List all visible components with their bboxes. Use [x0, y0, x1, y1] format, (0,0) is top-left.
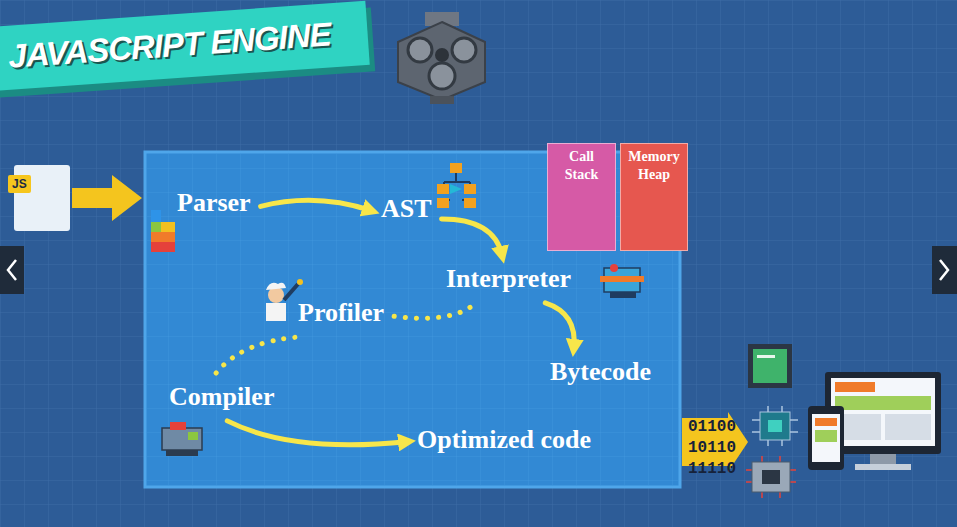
stage-label: AST — [378, 192, 435, 226]
stage-label: Bytecode — [547, 355, 654, 389]
toolbox-icon-part — [610, 264, 618, 272]
cpu-chip-large-part — [748, 344, 792, 388]
node-text: Call Stack — [551, 148, 612, 183]
nav-right-part — [932, 246, 957, 294]
cpu-chip-bottom — [746, 456, 796, 498]
ast-tree-icon-part — [438, 172, 476, 200]
stage-label: Interpreter — [443, 262, 574, 296]
nav-right-part — [940, 260, 948, 280]
binary-digits: 10110 — [688, 438, 736, 459]
input-arrow — [72, 175, 142, 221]
engine-icon-part — [408, 38, 432, 62]
node-text: Optimized code — [414, 423, 594, 457]
cpu-chip-small-part — [768, 420, 782, 432]
parser-blocks-icon-part — [151, 222, 161, 232]
nav-right — [932, 246, 957, 294]
phone-icon — [808, 406, 844, 470]
node-text: AST — [378, 192, 435, 226]
ast-tree-icon-part — [437, 198, 449, 208]
node-text: Compiler — [166, 380, 277, 414]
phone-icon-part — [815, 430, 837, 442]
stage-label: Compiler — [166, 380, 277, 414]
binary-digits: 11110 — [688, 459, 736, 480]
flow-arrow — [227, 421, 407, 445]
toolbox-icon-part — [600, 276, 644, 282]
monitor-icon-part — [885, 414, 931, 440]
cpu-chip-small — [752, 406, 798, 446]
parser-blocks-icon — [151, 210, 175, 252]
engine-icon-part — [429, 63, 455, 89]
compiler-machine-icon-part — [188, 432, 198, 440]
engine-icon-part — [430, 96, 454, 104]
ast-tree-icon — [437, 163, 476, 208]
phone-icon-part — [808, 406, 844, 470]
ast-tree-icon-part — [464, 198, 476, 208]
parser-blocks-icon-part — [161, 222, 175, 232]
compiler-machine-icon-part — [170, 422, 186, 430]
flow-arrow — [545, 303, 574, 348]
scientist-icon — [266, 279, 303, 321]
nav-left-part — [0, 246, 24, 294]
binary-block: 011001011011110 — [688, 417, 736, 480]
call-stack-box: Call Stack — [547, 143, 616, 251]
monitor-icon-part — [831, 378, 935, 446]
flow-arrow — [442, 219, 502, 255]
dotted-connector — [394, 303, 476, 318]
monitor-icon-part — [855, 464, 911, 470]
parser-blocks-icon-part — [151, 232, 175, 242]
scientist-icon-part — [297, 279, 303, 285]
cpu-chip-bottom-part — [752, 462, 790, 492]
stage-label: Optimized code — [414, 423, 594, 457]
node-text: Memory Heap — [624, 148, 684, 183]
phone-icon-part — [812, 414, 840, 462]
node-text: Interpreter — [443, 262, 574, 296]
nav-left-part — [8, 260, 16, 280]
monitor-icon-part — [835, 382, 875, 392]
compiler-machine-icon-part — [166, 450, 198, 456]
ast-tree-icon-part — [464, 184, 476, 194]
phone-icon-part — [815, 418, 837, 426]
cpu-chip-large — [748, 344, 792, 388]
engine-icon-part — [435, 48, 449, 62]
monitor-icon-part — [835, 396, 931, 410]
node-text: Profiler — [295, 296, 387, 330]
dotted-connector — [216, 337, 300, 373]
engine-icon-part — [398, 22, 485, 100]
parser-blocks-icon-part — [151, 210, 161, 222]
cpu-chip-small-part — [760, 412, 790, 440]
compiler-machine-icon-part — [162, 428, 202, 450]
flow-arrow — [261, 200, 371, 210]
scientist-icon-part — [266, 303, 286, 321]
ast-tree-icon-part — [450, 163, 462, 173]
cpu-chip-small-part — [752, 406, 798, 446]
monitor-icon-part — [870, 454, 896, 464]
engine-icon — [398, 12, 485, 104]
engine-icon-part — [452, 38, 476, 62]
node-text: Bytecode — [547, 355, 654, 389]
binary-digits: 01100 — [688, 417, 736, 438]
node-text: Parser — [174, 186, 254, 220]
toolbox-icon — [600, 264, 644, 298]
cpu-chip-bottom-part — [762, 470, 780, 484]
scientist-icon-part — [284, 284, 298, 300]
toolbox-icon-part — [610, 292, 636, 298]
js-file: JS — [14, 165, 70, 231]
scientist-icon-part — [266, 283, 286, 290]
cpu-chip-bottom-part — [746, 456, 796, 498]
ast-tree-icon-part — [437, 184, 449, 194]
nav-left — [0, 246, 24, 294]
cpu-chip-large-part — [757, 355, 775, 358]
stage-label: Parser — [174, 186, 254, 220]
memory-heap-box: Memory Heap — [620, 143, 688, 251]
cpu-chip-large-part — [753, 349, 787, 383]
stage-label: Profiler — [295, 296, 387, 330]
parser-blocks-icon-part — [151, 242, 175, 252]
compiler-machine-icon — [162, 422, 202, 456]
ast-tree-icon-part — [450, 184, 462, 194]
node-text: JS — [8, 175, 31, 193]
